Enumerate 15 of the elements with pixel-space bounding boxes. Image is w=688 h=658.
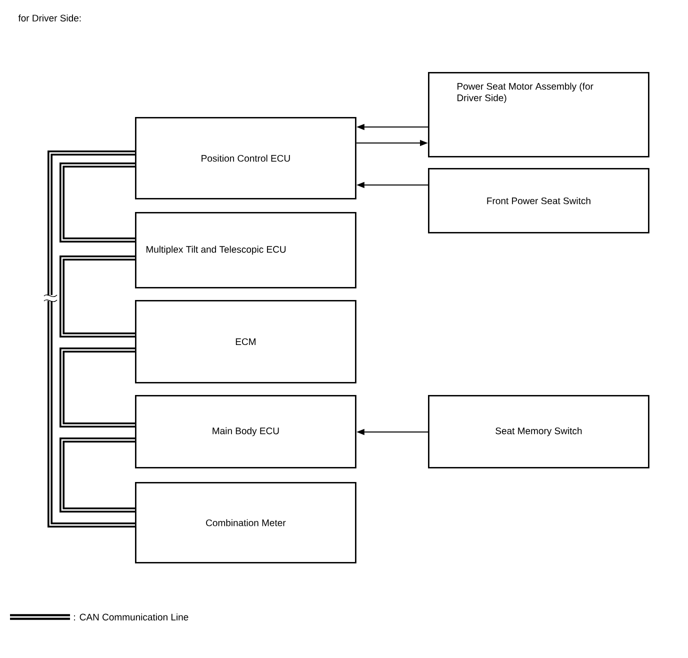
ecu-box: Combination Meter	[135, 482, 356, 564]
ecu-box: ECM	[135, 300, 356, 384]
can-line	[48, 150, 135, 528]
ecu-box: Power Seat Motor Assembly (for Driver Side)	[428, 72, 650, 158]
ecu-box: Front Power Seat Switch	[428, 168, 650, 234]
ecu-box: Seat Memory Switch	[428, 395, 650, 468]
ecu-box: Position Control ECU	[135, 117, 356, 200]
heading: for Driver Side:	[18, 14, 81, 22]
ecu-box: Multiplex Tilt and Telescopic ECU	[135, 212, 356, 288]
ecu-box: Main Body ECU	[135, 395, 356, 468]
legend-text: : CAN Communication Line	[74, 614, 188, 620]
can-line	[60, 256, 135, 338]
can-line	[60, 348, 135, 428]
can-line	[60, 438, 135, 512]
can-line	[60, 162, 135, 242]
